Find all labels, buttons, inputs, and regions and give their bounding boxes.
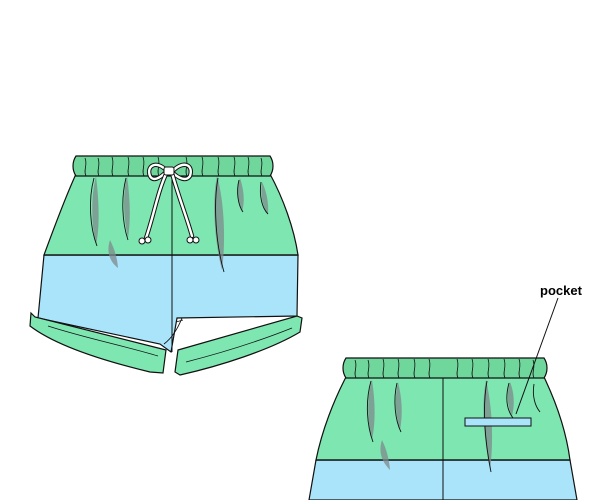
front-waistband-gathers bbox=[84, 156, 263, 177]
front-left-cuff bbox=[29, 311, 167, 374]
front-upper-panel bbox=[43, 173, 299, 256]
back-waistband-gathers bbox=[354, 358, 535, 379]
back-view bbox=[308, 357, 578, 500]
pocket-callout: pocket bbox=[515, 283, 583, 415]
front-fold-lines bbox=[90, 177, 269, 273]
front-view bbox=[29, 155, 303, 376]
front-waistband bbox=[72, 155, 274, 177]
front-drawstring bbox=[138, 162, 200, 245]
front-fly-detail bbox=[163, 317, 184, 345]
front-left-cuff-inner bbox=[47, 325, 159, 357]
pocket-label: pocket bbox=[540, 283, 583, 298]
pocket-leader-line bbox=[515, 297, 559, 415]
front-right-cuff-inner bbox=[185, 327, 293, 363]
front-fold-shadows bbox=[92, 176, 269, 270]
back-waistband bbox=[342, 357, 548, 379]
back-pocket bbox=[464, 417, 532, 427]
front-right-cuff bbox=[174, 315, 303, 376]
